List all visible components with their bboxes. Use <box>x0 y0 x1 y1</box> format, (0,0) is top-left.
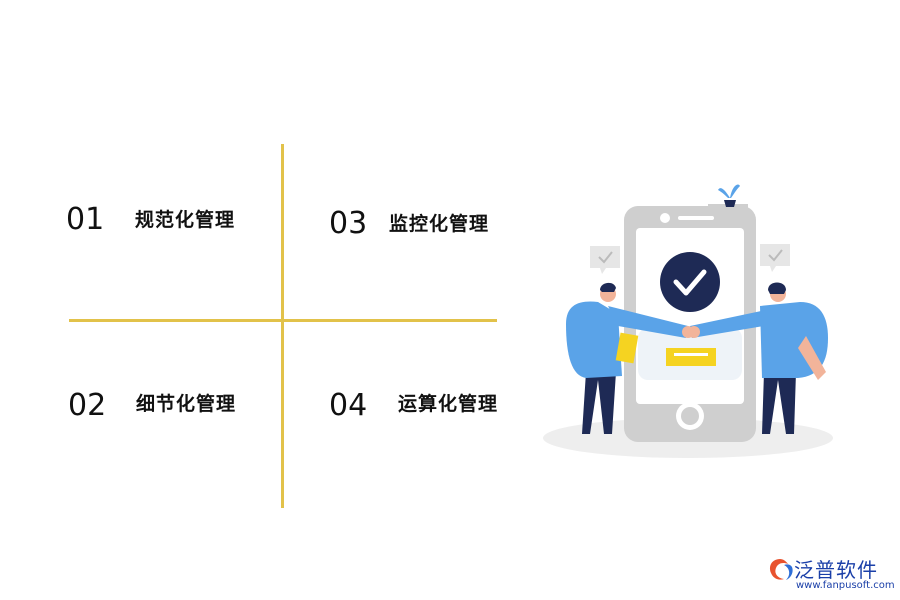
checkmark-icon <box>660 252 720 312</box>
item-number-03: 03 <box>329 206 368 241</box>
vertical-divider <box>281 144 284 508</box>
horizontal-divider <box>69 319 497 322</box>
item-label-01: 规范化管理 <box>135 209 236 231</box>
item-label-03: 监控化管理 <box>389 213 490 235</box>
handshake-phone-illustration <box>543 184 833 458</box>
item-label-04: 运算化管理 <box>398 393 499 415</box>
item-label-02: 细节化管理 <box>136 393 237 415</box>
item-number-01: 01 <box>66 202 105 237</box>
fanpu-logo: 泛普软件 www.fanpusoft.com <box>766 552 895 596</box>
item-number-02: 02 <box>68 388 107 423</box>
logo-name: 泛普软件 <box>794 558 878 582</box>
item-number-04: 04 <box>329 388 368 423</box>
fanpu-logo-icon <box>770 559 793 580</box>
logo-url: www.fanpusoft.com <box>796 580 895 591</box>
